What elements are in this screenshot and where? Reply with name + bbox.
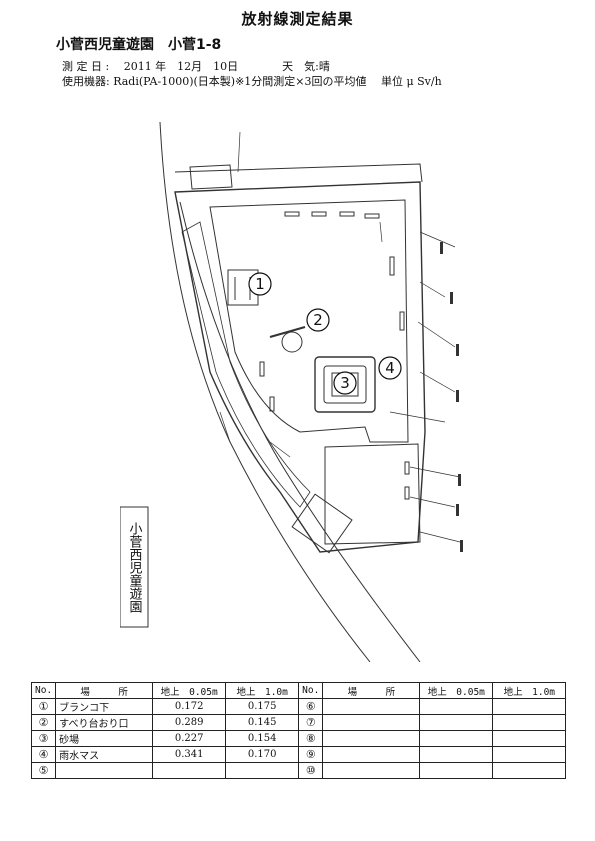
table-header-row: No. 場 所 地上 0.05m 地上 1.0m No. 場 所 地上 0.05… [30,682,567,699]
table-row: ⑤ ⑩ [30,762,567,779]
row-value-005 [419,730,494,747]
row-place [55,762,154,779]
row-no: ④ [30,746,57,763]
bench [284,211,300,217]
row-value-10: 0.154 [225,730,300,747]
marker-4 [378,356,402,380]
row-place [322,698,421,715]
row-value-005: 0.341 [152,746,227,763]
row-place: 砂場 [55,730,154,747]
row-place: すべり台おり口 [55,714,154,731]
row-place [322,714,421,731]
row-value-005: 0.227 [152,730,227,747]
playground-boundary [209,199,409,443]
sandbox-inner [323,365,367,404]
row-value-10 [225,762,300,779]
row-value-10 [492,746,567,763]
marker-2-label: 2 [313,311,323,329]
table-row: ③ 砂場 0.227 0.154 ⑧ [30,730,567,747]
row-no: ③ [30,730,57,747]
marker-1-label: 1 [255,275,265,293]
marker-2 [306,308,330,332]
measurement-table: No. 場 所 地上 0.05m 地上 1.0m No. 場 所 地上 0.05… [30,682,567,779]
park-boundary [174,181,426,553]
document-title: 放射線測定結果 [241,10,354,28]
row-value-005: 0.289 [152,714,227,731]
header-place: 場 所 [55,682,154,699]
lower-area [324,443,421,545]
top-box [189,164,233,190]
row-no: ⑤ [30,762,57,779]
row-value-10: 0.145 [225,714,300,731]
row-place [322,730,421,747]
row-value-005 [419,698,494,715]
marker-4-label: 4 [385,359,395,377]
park-name-line: 小菅西児童遊園 小菅1-8 [56,37,222,53]
row-value-005 [419,714,494,731]
row-value-10 [492,698,567,715]
row-value-005 [152,762,227,779]
row-value-10: 0.170 [225,746,300,763]
header-no: No. [298,682,324,699]
marker-1 [248,272,272,296]
row-place [322,746,421,763]
row-no: ⑨ [298,746,324,763]
top-fence [174,163,423,183]
header-005: 地上 0.05m [152,682,227,699]
road-edge-inner [179,201,421,662]
row-place [322,762,421,779]
table-row: ④ 雨水マス 0.341 0.170 ⑨ [30,746,567,763]
row-value-10: 0.175 [225,698,300,715]
park-label-box [120,506,149,628]
entrance-stairs [291,493,353,554]
measurement-date-line: 測 定 日 : 2011 年 12月 10日 天 気:晴 [62,60,330,73]
row-value-005 [419,762,494,779]
row-no: ⑦ [298,714,324,731]
table-row: ② すべり台おり口 0.289 0.145 ⑦ [30,714,567,731]
header-place: 場 所 [322,682,421,699]
table-row: ① ブランコ下 0.172 0.175 ⑥ [30,698,567,715]
row-no: ① [30,698,57,715]
park-label: 小菅西児童遊園 [127,522,143,613]
row-no: ⑩ [298,762,324,779]
row-value-10 [492,762,567,779]
header-no: No. [30,682,57,699]
row-no: ② [30,714,57,731]
row-no: ⑥ [298,698,324,715]
sidewalk-strip [181,221,311,508]
row-value-10 [492,730,567,747]
slide-base [281,331,303,353]
row-no: ⑧ [298,730,324,747]
header-10: 地上 1.0m [225,682,300,699]
header-10: 地上 1.0m [492,682,567,699]
marker-3 [333,371,357,395]
row-place: 雨水マス [55,746,154,763]
sandbox-outer [314,356,376,413]
row-place: ブランコ下 [55,698,154,715]
instrument-line: 使用機器: Radi(PA-1000)(日本製)※1分間測定×3回の平均値 単位… [62,75,442,88]
park-site-map: 1 2 3 4 小菅西児童遊園 [120,121,463,662]
row-value-005: 0.172 [152,698,227,715]
slide [269,326,306,338]
marker-3-label: 3 [340,374,350,392]
row-value-10 [492,714,567,731]
header-005: 地上 0.05m [419,682,494,699]
row-value-005 [419,746,494,763]
